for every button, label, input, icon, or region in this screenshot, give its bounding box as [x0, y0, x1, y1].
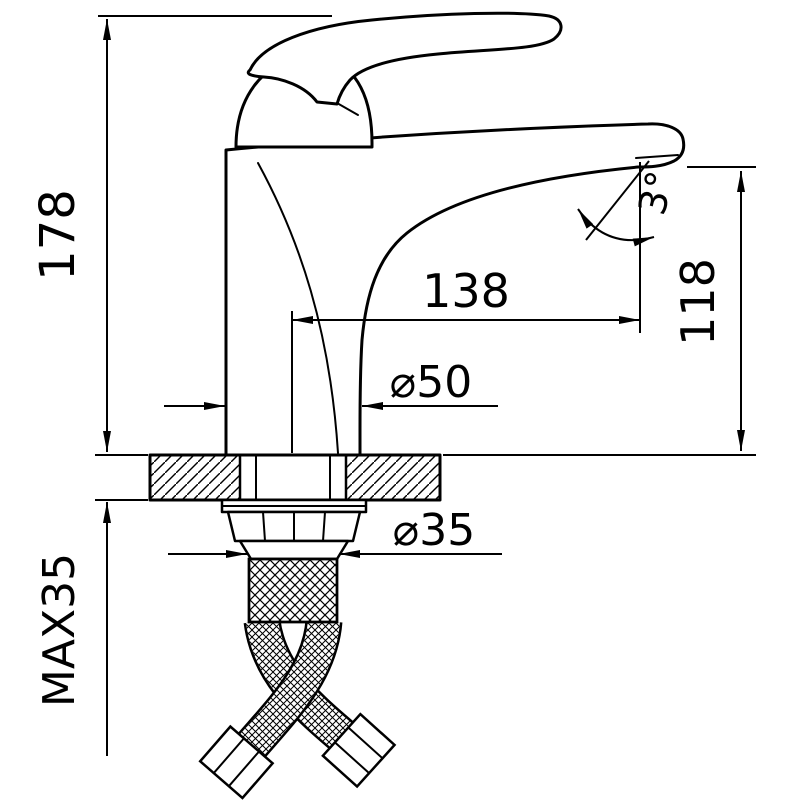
shank-diameter-label: ⌀35 — [393, 505, 475, 556]
dim-reach: 138 — [292, 264, 640, 324]
faucet-spout-body — [224, 122, 686, 457]
max-thickness-label: MAX35 — [34, 553, 85, 707]
mounting-cone — [238, 539, 350, 561]
spout-aerator-line — [635, 154, 679, 159]
dim-spout-height-label: 118 — [671, 258, 725, 346]
dim-height-label: 178 — [30, 189, 86, 281]
hose-right — [238, 618, 343, 758]
dim-shank-diameter: ⌀35 — [168, 505, 502, 558]
dim-body-diameter: ⌀50 — [164, 357, 498, 410]
body-diameter-label: ⌀50 — [390, 357, 472, 408]
dim-spout-height: 118 — [671, 171, 745, 451]
lever-handle — [246, 11, 563, 106]
dim-reach-label: 138 — [422, 264, 510, 318]
hose-nut-left — [198, 724, 275, 800]
flex-hoses — [198, 557, 397, 800]
threaded-shank-hatch — [247, 557, 339, 624]
lever-junction-line — [336, 102, 359, 116]
counter-deck — [148, 453, 442, 502]
faucet — [224, 11, 686, 457]
mounting-nut-facets — [262, 511, 326, 542]
faucet-inner-contour — [257, 162, 339, 454]
dim-angle: 3° — [577, 160, 683, 247]
angle-arc — [577, 208, 655, 247]
deck-hatch-left — [150, 455, 240, 500]
dim-height: 178 — [30, 19, 111, 452]
dimensions: 178 MAX35 138 118 3° ⌀50 — [30, 15, 756, 756]
mounting-hardware — [220, 498, 368, 561]
angle-label: 3° — [630, 167, 683, 220]
faucet-shank-lines — [255, 454, 331, 501]
deck-hatch-right — [346, 455, 440, 500]
deck-hole-edges — [238, 453, 348, 502]
hose-nut-right — [321, 712, 397, 789]
dim-max-thickness: MAX35 — [34, 502, 111, 756]
